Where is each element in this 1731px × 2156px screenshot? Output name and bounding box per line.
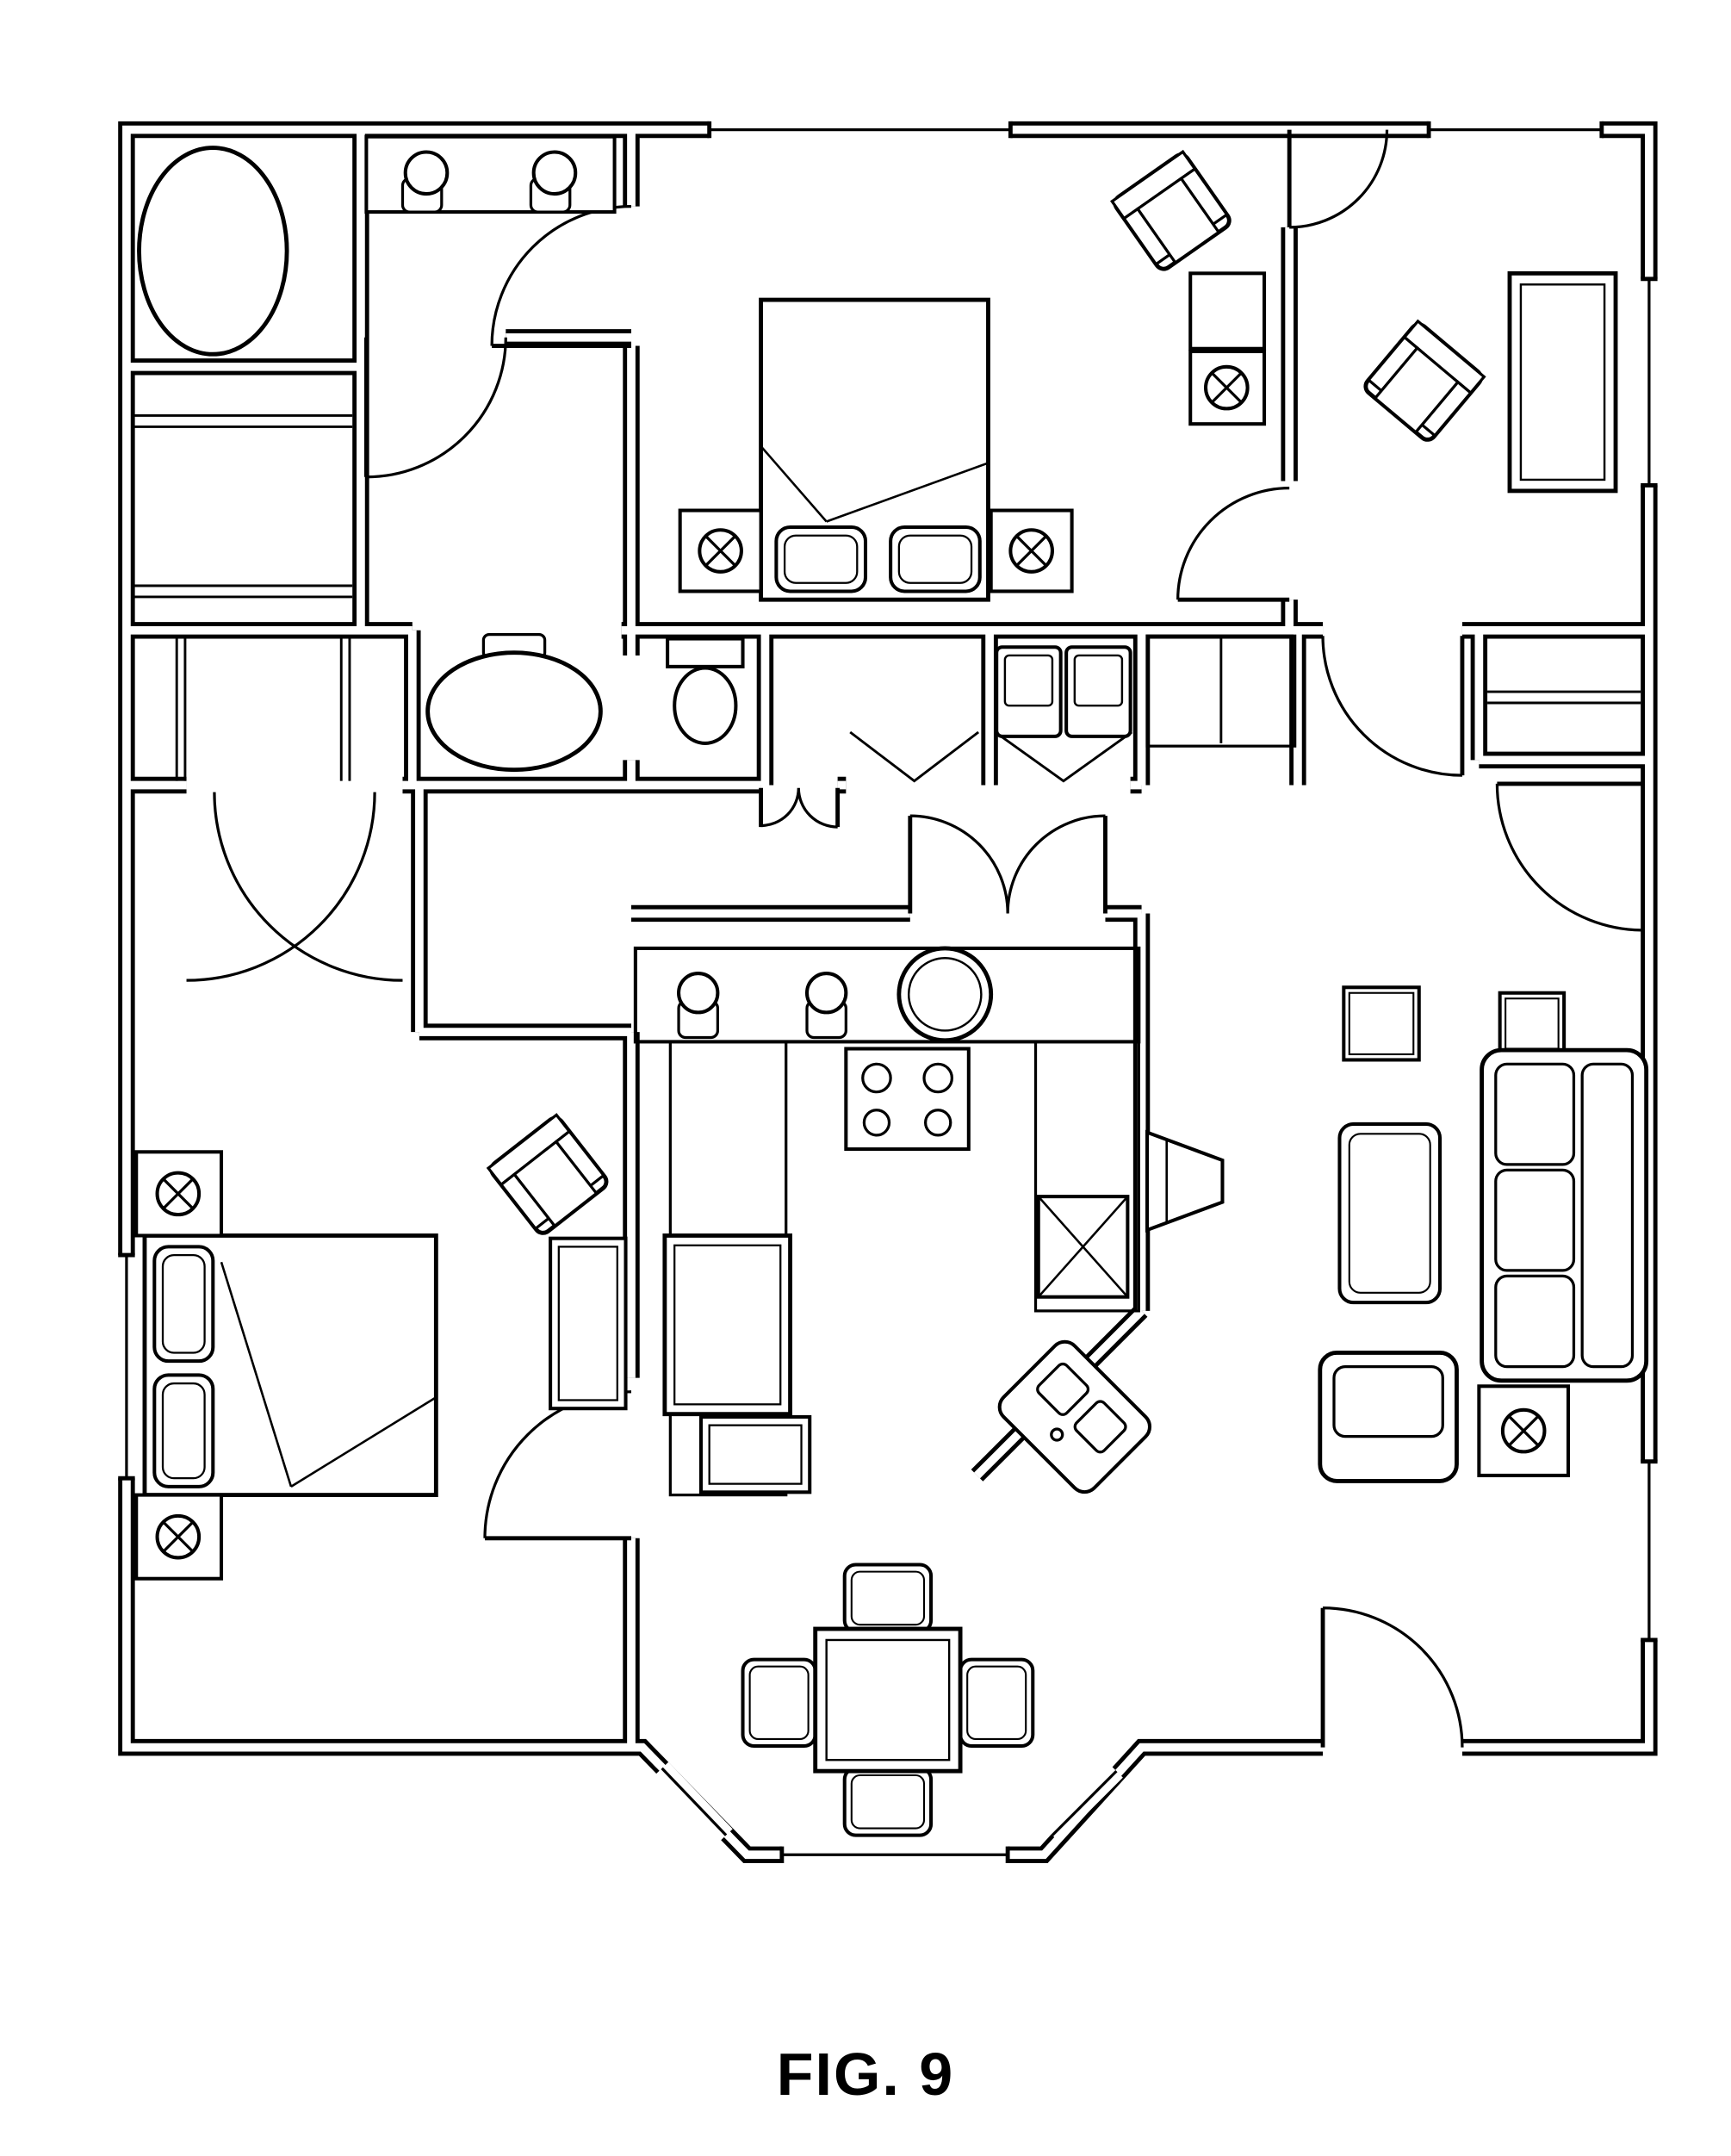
doors [186,129,1644,1748]
dining-chair [741,1657,817,1749]
toilet-bowl [673,666,738,745]
cooktop [844,1047,971,1152]
door-bedroom-sitting [1176,487,1290,602]
washer [995,645,1063,738]
coffee-table [1337,1121,1442,1305]
closet-shelving [133,414,1641,783]
door-foyer-living [1495,781,1644,932]
dining-chair [842,1766,934,1837]
media-speaker [1145,1129,1225,1233]
dresser [549,1236,628,1411]
bifold-chevron [994,730,1133,783]
door-vanity [363,337,507,479]
bay-window-line [779,1845,1010,1864]
door-sitting-room [1287,129,1389,229]
double-door-kitchen [908,814,1107,914]
hall-bath-strip [425,633,1132,773]
bed-fold-lines [760,445,989,523]
toilet-tank [666,637,745,668]
bathtub [137,146,289,357]
sitting-room-furniture [1112,152,1618,494]
lamp-table [1477,1384,1571,1477]
sink-basin [677,972,720,1015]
dining-set [741,1563,1035,1837]
kitchen [633,946,1152,1497]
dining-chair [842,1563,934,1634]
double-door-linen [759,787,841,829]
window-line [707,121,1013,140]
bed-fold-lines [220,1261,437,1488]
corner-double-sink [997,1339,1152,1494]
dining-chair [959,1657,1035,1749]
floor-lamp-icon [1503,1410,1545,1452]
vanity-sink [403,150,450,196]
counter-right [1033,1040,1140,1313]
pillow [774,525,868,593]
side-table [1342,985,1421,1062]
window-line [1640,276,1659,488]
windows [117,121,1659,1864]
table-lamp-icon [1206,367,1248,409]
sink-basin [804,972,848,1015]
oval-lavatory [425,650,603,773]
refrigerator [662,1233,793,1417]
window-line [1426,121,1604,140]
door-patio [1320,1606,1464,1748]
nightstand-lamp-icon [1010,530,1052,572]
double-door-bedroom-closet [186,792,403,982]
dining-table [813,1626,963,1774]
hall-closet-partitions [175,636,351,781]
pillow [889,525,982,593]
second-bedroom-furniture [134,1115,628,1581]
dishwasher [1036,1195,1130,1299]
counter-top [633,946,1141,1044]
armchair [1362,321,1484,443]
dryer [1064,645,1132,738]
door-second-bedroom [483,1390,632,1541]
side-table [1498,991,1567,1057]
nightstand-lamp-icon [158,1516,200,1558]
nightstand-lamp-icon [699,530,741,572]
side-table [1188,271,1267,351]
bay-window-line [1045,1764,1123,1842]
figure-caption: FIG. 9 [776,2041,955,2108]
door-foyer-entry [1321,636,1465,777]
foyer-shelf-closet [1145,634,1297,748]
living-room-furniture [1145,985,1649,1483]
door-master-bedroom [490,204,632,348]
bifold-chevron [849,730,980,783]
armchair [488,1115,610,1236]
nightstand-lamp-icon [158,1173,200,1215]
walkin-closet-shelves [133,414,353,599]
vanity-sink [531,150,578,196]
armchair [1112,152,1232,272]
sofa-against-wall [1507,270,1618,494]
wall-cavity [122,125,1653,1860]
window-line [117,1252,136,1481]
master-bath-suite [137,134,617,357]
sofa [1480,1047,1649,1383]
walls [118,121,1658,1864]
loveseat [1318,1351,1459,1483]
master-bedroom-furniture [678,297,1074,602]
pillow [152,1245,215,1364]
patio-door-opening [1323,1735,1462,1761]
pillow [152,1373,215,1488]
window-line [1640,1459,1659,1643]
bay-window-line [655,1761,733,1842]
round-basin-inner [907,957,983,1032]
base-cabinet [698,1414,812,1494]
entry-closet-shelf [1487,690,1641,705]
